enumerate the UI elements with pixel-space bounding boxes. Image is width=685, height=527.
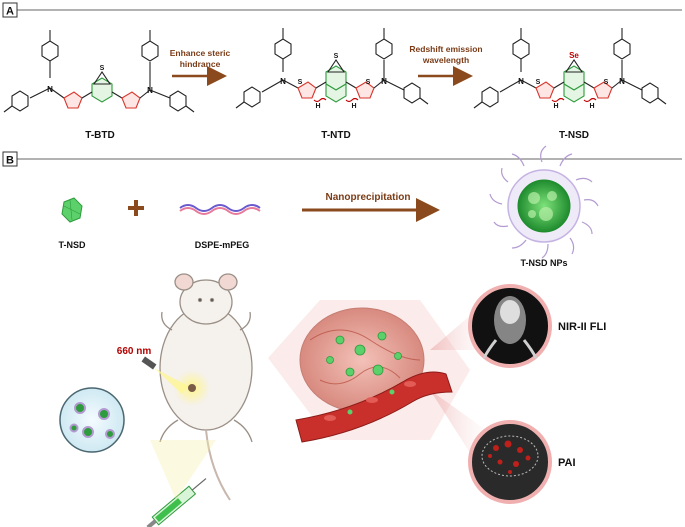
- arrow1-label-line2: hindrance: [180, 59, 221, 69]
- imaging2-label: PAI: [558, 457, 576, 469]
- atom-s: S: [366, 79, 371, 86]
- imaging1-label: NIR-II FLI: [558, 321, 606, 333]
- arrow2-label-line2: wavelength: [422, 55, 469, 65]
- steric-mark: [345, 97, 359, 103]
- molecule-t-btd: [3, 30, 195, 113]
- t-nsd-nanoparticle: [489, 145, 599, 259]
- atom-n: N: [147, 86, 153, 95]
- arrow2-label-line1: Redshift emission: [409, 44, 482, 54]
- thiophene-ring: [593, 81, 613, 99]
- process-label: Nanoprecipitation: [325, 192, 410, 203]
- np-solution-inset: [59, 387, 125, 453]
- panel-b: B T-NSD DSPE-mPEG Nanoprecipitation: [2, 145, 682, 527]
- pai-image: [468, 420, 552, 504]
- steric-mark: [313, 97, 327, 103]
- panel-a-letter: A: [6, 6, 14, 18]
- nir-ii-fli-image: [468, 284, 552, 368]
- atom-n: N: [619, 77, 625, 86]
- molecule-label-t-btd: T-BTD: [85, 130, 114, 141]
- tumor-illustration: [295, 307, 453, 443]
- molecule-label-t-nsd: T-NSD: [559, 130, 589, 141]
- panel-a: A: [2, 2, 682, 141]
- thiophene-ring: [297, 81, 317, 99]
- atom-n: N: [518, 77, 524, 86]
- laser-wavelength-label: 660 nm: [117, 346, 152, 357]
- thiophene-ring: [355, 81, 375, 99]
- tumor-site: [188, 384, 196, 392]
- molecule-label-t-ntd: T-NTD: [321, 130, 350, 141]
- arrow1-label-line1: Enhance steric: [170, 48, 231, 58]
- dspe-mpeg-polymer: [179, 204, 261, 215]
- tolyl-ring: [41, 40, 59, 62]
- product-label: T-NSD NPs: [520, 258, 567, 268]
- molecule-t-ntd: [235, 28, 429, 109]
- molecule-t-nsd: [473, 28, 667, 109]
- atom-s: S: [604, 79, 609, 86]
- steric-mark: [551, 97, 565, 103]
- atom-h: H: [553, 103, 558, 110]
- panel-b-letter: B: [6, 155, 14, 167]
- peg-corona: [489, 145, 599, 259]
- component2-label: DSPE-mPEG: [195, 240, 250, 250]
- t-nsd-particle: [61, 197, 83, 223]
- atom-n: N: [280, 77, 286, 86]
- atom-se: Se: [569, 51, 579, 60]
- atom-s: S: [536, 79, 541, 86]
- syringe-icon: [146, 440, 216, 527]
- atom-h: H: [589, 103, 594, 110]
- atom-s: S: [100, 65, 105, 72]
- atom-n: N: [47, 85, 53, 94]
- atom-s: S: [298, 79, 303, 86]
- plus-icon: [128, 200, 144, 216]
- thiophene-ring: [535, 81, 555, 99]
- steric-mark: [583, 97, 597, 103]
- atom-h: H: [351, 103, 356, 110]
- atom-h: H: [315, 103, 320, 110]
- component1-label: T-NSD: [59, 240, 87, 250]
- atom-n: N: [381, 77, 387, 86]
- thiophene-ring: [63, 91, 83, 109]
- thiophene-ring: [121, 91, 141, 109]
- atom-s: S: [334, 53, 339, 60]
- laser-device: [141, 356, 188, 394]
